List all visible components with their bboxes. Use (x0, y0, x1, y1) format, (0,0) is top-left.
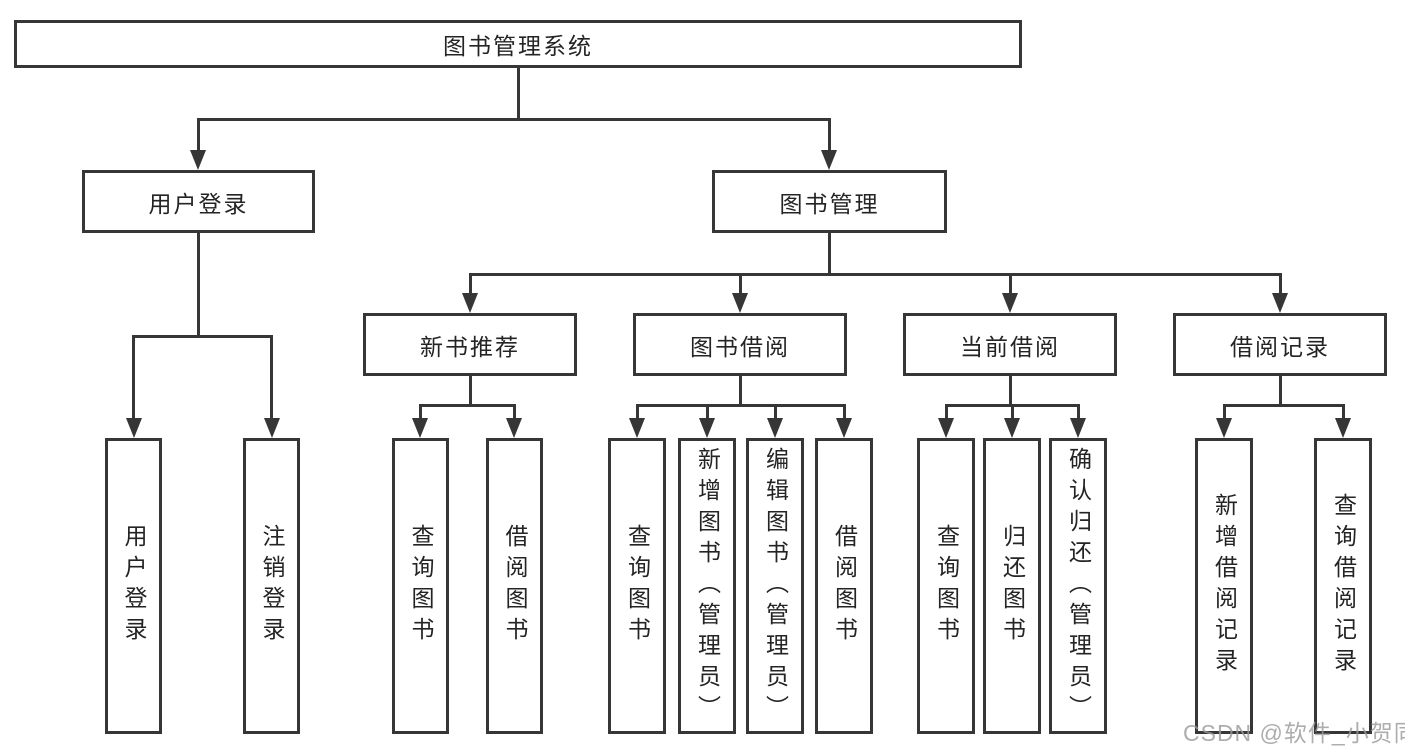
connector-line (132, 335, 273, 338)
node-borrow-records-label: 借阅记录 (1230, 333, 1330, 360)
leaf-logout-label: 注销登录 (259, 524, 285, 648)
connector-line (197, 118, 831, 121)
node-borrow-records: 借阅记录 (1173, 313, 1387, 376)
connector-line (270, 335, 273, 419)
connector-line (1279, 273, 1282, 295)
connector-line (197, 233, 200, 337)
leaf-records-query: 查询借阅记录 (1314, 438, 1372, 734)
connector-line (739, 376, 742, 407)
node-user-login-label: 用户登录 (148, 190, 249, 217)
node-book-borrow-label: 图书借阅 (690, 333, 790, 360)
node-new-book-recommend: 新书推荐 (363, 313, 577, 376)
leaf-user-login: 用户登录 (105, 438, 162, 734)
connector-line (1011, 404, 1014, 420)
leaf-current-query: 查询图书 (917, 438, 975, 734)
leaf-current-query-label: 查询图书 (933, 524, 960, 648)
leaf-borrow-book: 借阅图书 (815, 438, 873, 734)
leaf-records-add: 新增借阅记录 (1195, 438, 1253, 734)
arrow-down-icon (1335, 418, 1351, 438)
leaf-borrow-query: 查询图书 (608, 438, 666, 734)
connector-line (1077, 404, 1080, 420)
arrow-down-icon (1216, 418, 1232, 438)
connector-line (828, 233, 831, 275)
leaf-newbook-query: 查询图书 (392, 438, 449, 734)
connector-line (1009, 273, 1012, 295)
connector-line (469, 273, 1282, 276)
leaf-newbook-borrow: 借阅图书 (486, 438, 543, 734)
connector-line (1223, 404, 1344, 407)
connector-line (945, 404, 948, 420)
connector-line (469, 376, 472, 407)
connector-line (197, 118, 200, 152)
arrow-down-icon (264, 418, 280, 438)
node-book-management: 图书管理 (712, 170, 947, 233)
leaf-borrow-edit-admin: 编辑图书（管理员） (746, 438, 804, 734)
connector-line (1223, 404, 1226, 420)
arrow-down-icon (767, 418, 783, 438)
arrow-down-icon (629, 418, 645, 438)
arrow-down-icon (1002, 293, 1018, 313)
leaf-user-login-label: 用户登录 (121, 524, 147, 648)
arrow-down-icon (462, 293, 478, 313)
connector-line (706, 404, 709, 420)
arrow-down-icon (1070, 418, 1086, 438)
connector-line (636, 404, 639, 420)
leaf-borrow-book-label: 借阅图书 (831, 524, 858, 648)
arrow-down-icon (190, 150, 206, 170)
arrow-down-icon (506, 418, 522, 438)
arrow-down-icon (1272, 293, 1288, 313)
connector-line (132, 335, 135, 419)
leaf-borrow-add-admin-label: 新增图书（管理员） (694, 446, 721, 726)
node-book-management-label: 图书管理 (779, 190, 880, 217)
leaf-current-confirm-admin-label: 确认归还（管理员） (1065, 446, 1092, 726)
node-user-login: 用户登录 (82, 170, 315, 233)
arrow-down-icon (1004, 418, 1020, 438)
connector-line (1342, 404, 1345, 420)
csdn-watermark: CSDN @软件_小贺同学 (1183, 720, 1405, 746)
leaf-current-confirm-admin: 确认归还（管理员） (1049, 438, 1107, 734)
connector-line (1009, 376, 1012, 407)
connector-line (517, 68, 520, 121)
arrow-down-icon (126, 418, 142, 438)
arrow-down-icon (732, 293, 748, 313)
arrow-down-icon (836, 418, 852, 438)
connector-line (419, 404, 516, 407)
node-current-borrow-label: 当前借阅 (960, 333, 1060, 360)
arrow-down-icon (699, 418, 715, 438)
node-book-borrow: 图书借阅 (633, 313, 847, 376)
leaf-borrow-query-label: 查询图书 (624, 524, 651, 648)
node-new-book-recommend-label: 新书推荐 (420, 333, 520, 360)
leaf-newbook-query-label: 查询图书 (408, 524, 434, 648)
leaf-current-return-label: 归还图书 (999, 524, 1026, 648)
leaf-current-return: 归还图书 (983, 438, 1041, 734)
connector-line (843, 404, 846, 420)
connector-line (636, 404, 846, 407)
arrow-down-icon (412, 418, 428, 438)
arrow-down-icon (938, 418, 954, 438)
connector-line (469, 273, 472, 295)
leaf-newbook-borrow-label: 借阅图书 (502, 524, 528, 648)
connector-line (739, 273, 742, 295)
leaf-records-add-label: 新增借阅记录 (1211, 493, 1238, 679)
node-current-borrow: 当前借阅 (903, 313, 1117, 376)
leaf-records-query-label: 查询借阅记录 (1330, 493, 1357, 679)
node-root: 图书管理系统 (14, 20, 1022, 68)
connector-line (513, 404, 516, 420)
connector-line (419, 404, 422, 420)
leaf-borrow-edit-admin-label: 编辑图书（管理员） (762, 446, 789, 726)
node-root-label: 图书管理系统 (443, 33, 593, 59)
arrow-down-icon (821, 150, 837, 170)
leaf-logout: 注销登录 (243, 438, 300, 734)
leaf-borrow-add-admin: 新增图书（管理员） (678, 438, 736, 734)
connector-line (774, 404, 777, 420)
connector-line (828, 118, 831, 152)
connector-line (1279, 376, 1282, 407)
